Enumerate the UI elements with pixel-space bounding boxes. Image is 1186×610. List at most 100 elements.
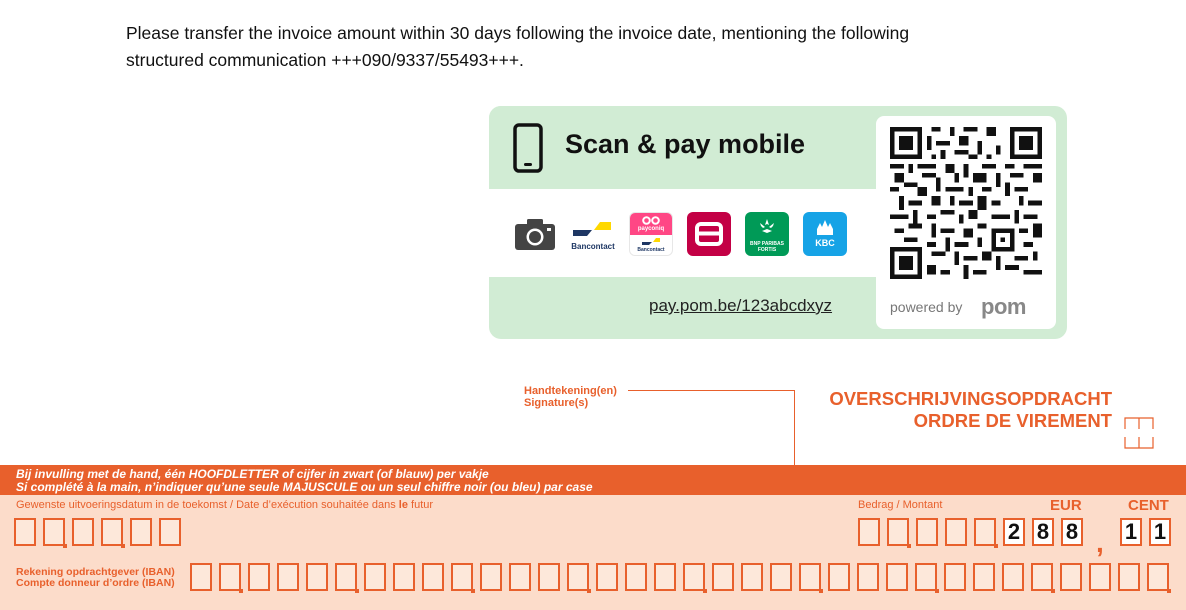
entered-digit: 1 [1124,519,1138,544]
amount-digit-cell[interactable] [916,518,938,546]
cell-separator-mark [471,589,475,593]
iban-character-cell[interactable] [857,563,879,591]
cell-separator-mark [935,589,939,593]
kbc-label: KBC [815,238,835,248]
scan-and-pay-card: Scan & pay mobile Bancontact [489,106,1067,339]
iban-label-fr: Compte donneur d’ordre (IBAN) [16,577,175,589]
amount-digit-cell[interactable] [974,518,996,546]
iban-character-cell[interactable] [944,563,966,591]
entered-digit: 8 [1065,519,1079,544]
iban-character-cell[interactable] [886,563,908,591]
band-text-fr: Si complété à la main, n’indiquer qu’une… [16,480,593,494]
iban-character-cell[interactable] [538,563,560,591]
iban-character-cell[interactable] [625,563,647,591]
iban-character-cell[interactable] [915,563,937,591]
form-title-nl: OVERSCHRIJVINGSOPDRACHT [829,388,1112,409]
iban-label-nl: Rekening opdrachtgever (IBAN) [16,566,175,578]
cell-separator-mark [819,589,823,593]
signature-line [628,390,795,391]
iban-character-cell[interactable] [1118,563,1140,591]
belfius-logo[interactable] [687,212,731,256]
entered-digit: 1 [1153,519,1167,544]
iban-character-cell[interactable] [277,563,299,591]
date-digit-cell[interactable] [159,518,181,546]
iban-character-cell[interactable] [770,563,792,591]
iban-character-cell[interactable] [248,563,270,591]
cell-separator-mark [907,544,911,548]
signature-label: Handtekening(en) Signature(s) [524,385,617,409]
signature-label-nl: Handtekening(en) [524,385,617,397]
iban-character-cell[interactable] [567,563,589,591]
cell-separator-mark [1167,589,1171,593]
cell-separator-mark [121,544,125,548]
iban-character-cell[interactable] [422,563,444,591]
entered-digit: 2 [1007,519,1021,544]
smartphone-icon [513,123,543,173]
iban-character-cell[interactable] [1060,563,1082,591]
amount-digit-cell[interactable] [887,518,909,546]
transfer-form-title: OVERSCHRIJVINGSOPDRACHT ORDRE DE VIREMEN… [829,388,1112,432]
iban-character-cell[interactable] [712,563,734,591]
qr-code-image[interactable] [890,127,1042,279]
signature-divider [794,390,795,465]
form-title-fr: ORDRE DE VIREMENT [913,410,1112,431]
iban-character-cell[interactable] [480,563,502,591]
iban-label: Rekening opdrachtgever (IBAN) Compte don… [16,567,175,589]
bancontact-logo[interactable]: Bancontact [571,212,615,256]
kbc-logo[interactable]: KBC [803,212,847,256]
cell-separator-mark [239,589,243,593]
entered-digit: 8 [1036,519,1050,544]
iban-character-cell[interactable] [973,563,995,591]
iban-character-cell[interactable] [1089,563,1111,591]
bnp-paribas-fortis-logo[interactable]: BNP PARIBAS FORTIS [745,212,789,256]
iban-character-cell[interactable] [364,563,386,591]
iban-character-cell[interactable] [654,563,676,591]
iban-character-cell[interactable] [509,563,531,591]
execution-date-label: Gewenste uitvoeringsdatum in de toekomst… [16,499,434,511]
date-digit-cell[interactable] [43,518,65,546]
cent-digit-cell[interactable]: 1 [1120,518,1142,546]
date-digit-cell[interactable] [72,518,94,546]
iban-character-cell[interactable] [1147,563,1169,591]
decimal-comma: , [1096,527,1104,558]
iban-character-cell[interactable] [1031,563,1053,591]
instruction-line-2: structured communication +++090/9337/554… [126,50,524,70]
amount-digit-cell[interactable]: 8 [1032,518,1054,546]
iban-character-cell[interactable] [190,563,212,591]
iban-character-cell[interactable] [306,563,328,591]
iban-character-cell[interactable] [799,563,821,591]
amount-digit-cell[interactable] [858,518,880,546]
qr-panel: powered by pom [876,116,1056,329]
transfer-form-fields [0,495,1186,610]
bnp-label: BNP PARIBAS FORTIS [750,241,784,253]
cell-separator-mark [355,589,359,593]
cell-separator-mark [587,589,591,593]
payment-link[interactable]: pay.pom.be/123abcdxyz [649,296,833,315]
date-digit-cell[interactable] [14,518,36,546]
bancontact-label: Bancontact [571,242,615,251]
cent-digit-cell[interactable]: 1 [1149,518,1171,546]
iban-character-cell[interactable] [219,563,241,591]
amount-digit-cell[interactable]: 8 [1061,518,1083,546]
iban-character-cell[interactable] [335,563,357,591]
iban-character-cell[interactable] [828,563,850,591]
iban-character-cell[interactable] [683,563,705,591]
iban-character-cell[interactable] [393,563,415,591]
amount-digit-cell[interactable]: 2 [1003,518,1025,546]
amount-digit-cell[interactable] [945,518,967,546]
band-text-nl: Bij invulling met de hand, één HOOFDLETT… [16,467,489,481]
date-digit-cell[interactable] [130,518,152,546]
payconiq-logo[interactable]: payconiq Bancontact [629,212,673,256]
signature-label-fr: Signature(s) [524,397,589,409]
date-digit-cell[interactable] [101,518,123,546]
pay-card-header [489,106,876,189]
camera-icon[interactable] [513,212,557,256]
cent-label: CENT [1128,497,1169,514]
cell-separator-mark [63,544,67,548]
iban-character-cell[interactable] [741,563,763,591]
iban-character-cell[interactable] [451,563,473,591]
instruction-line-1: Please transfer the invoice amount withi… [126,23,910,43]
iban-character-cell[interactable] [1002,563,1024,591]
payment-app-list: Bancontact payconiq Bancontact [513,212,847,256]
iban-character-cell[interactable] [596,563,618,591]
